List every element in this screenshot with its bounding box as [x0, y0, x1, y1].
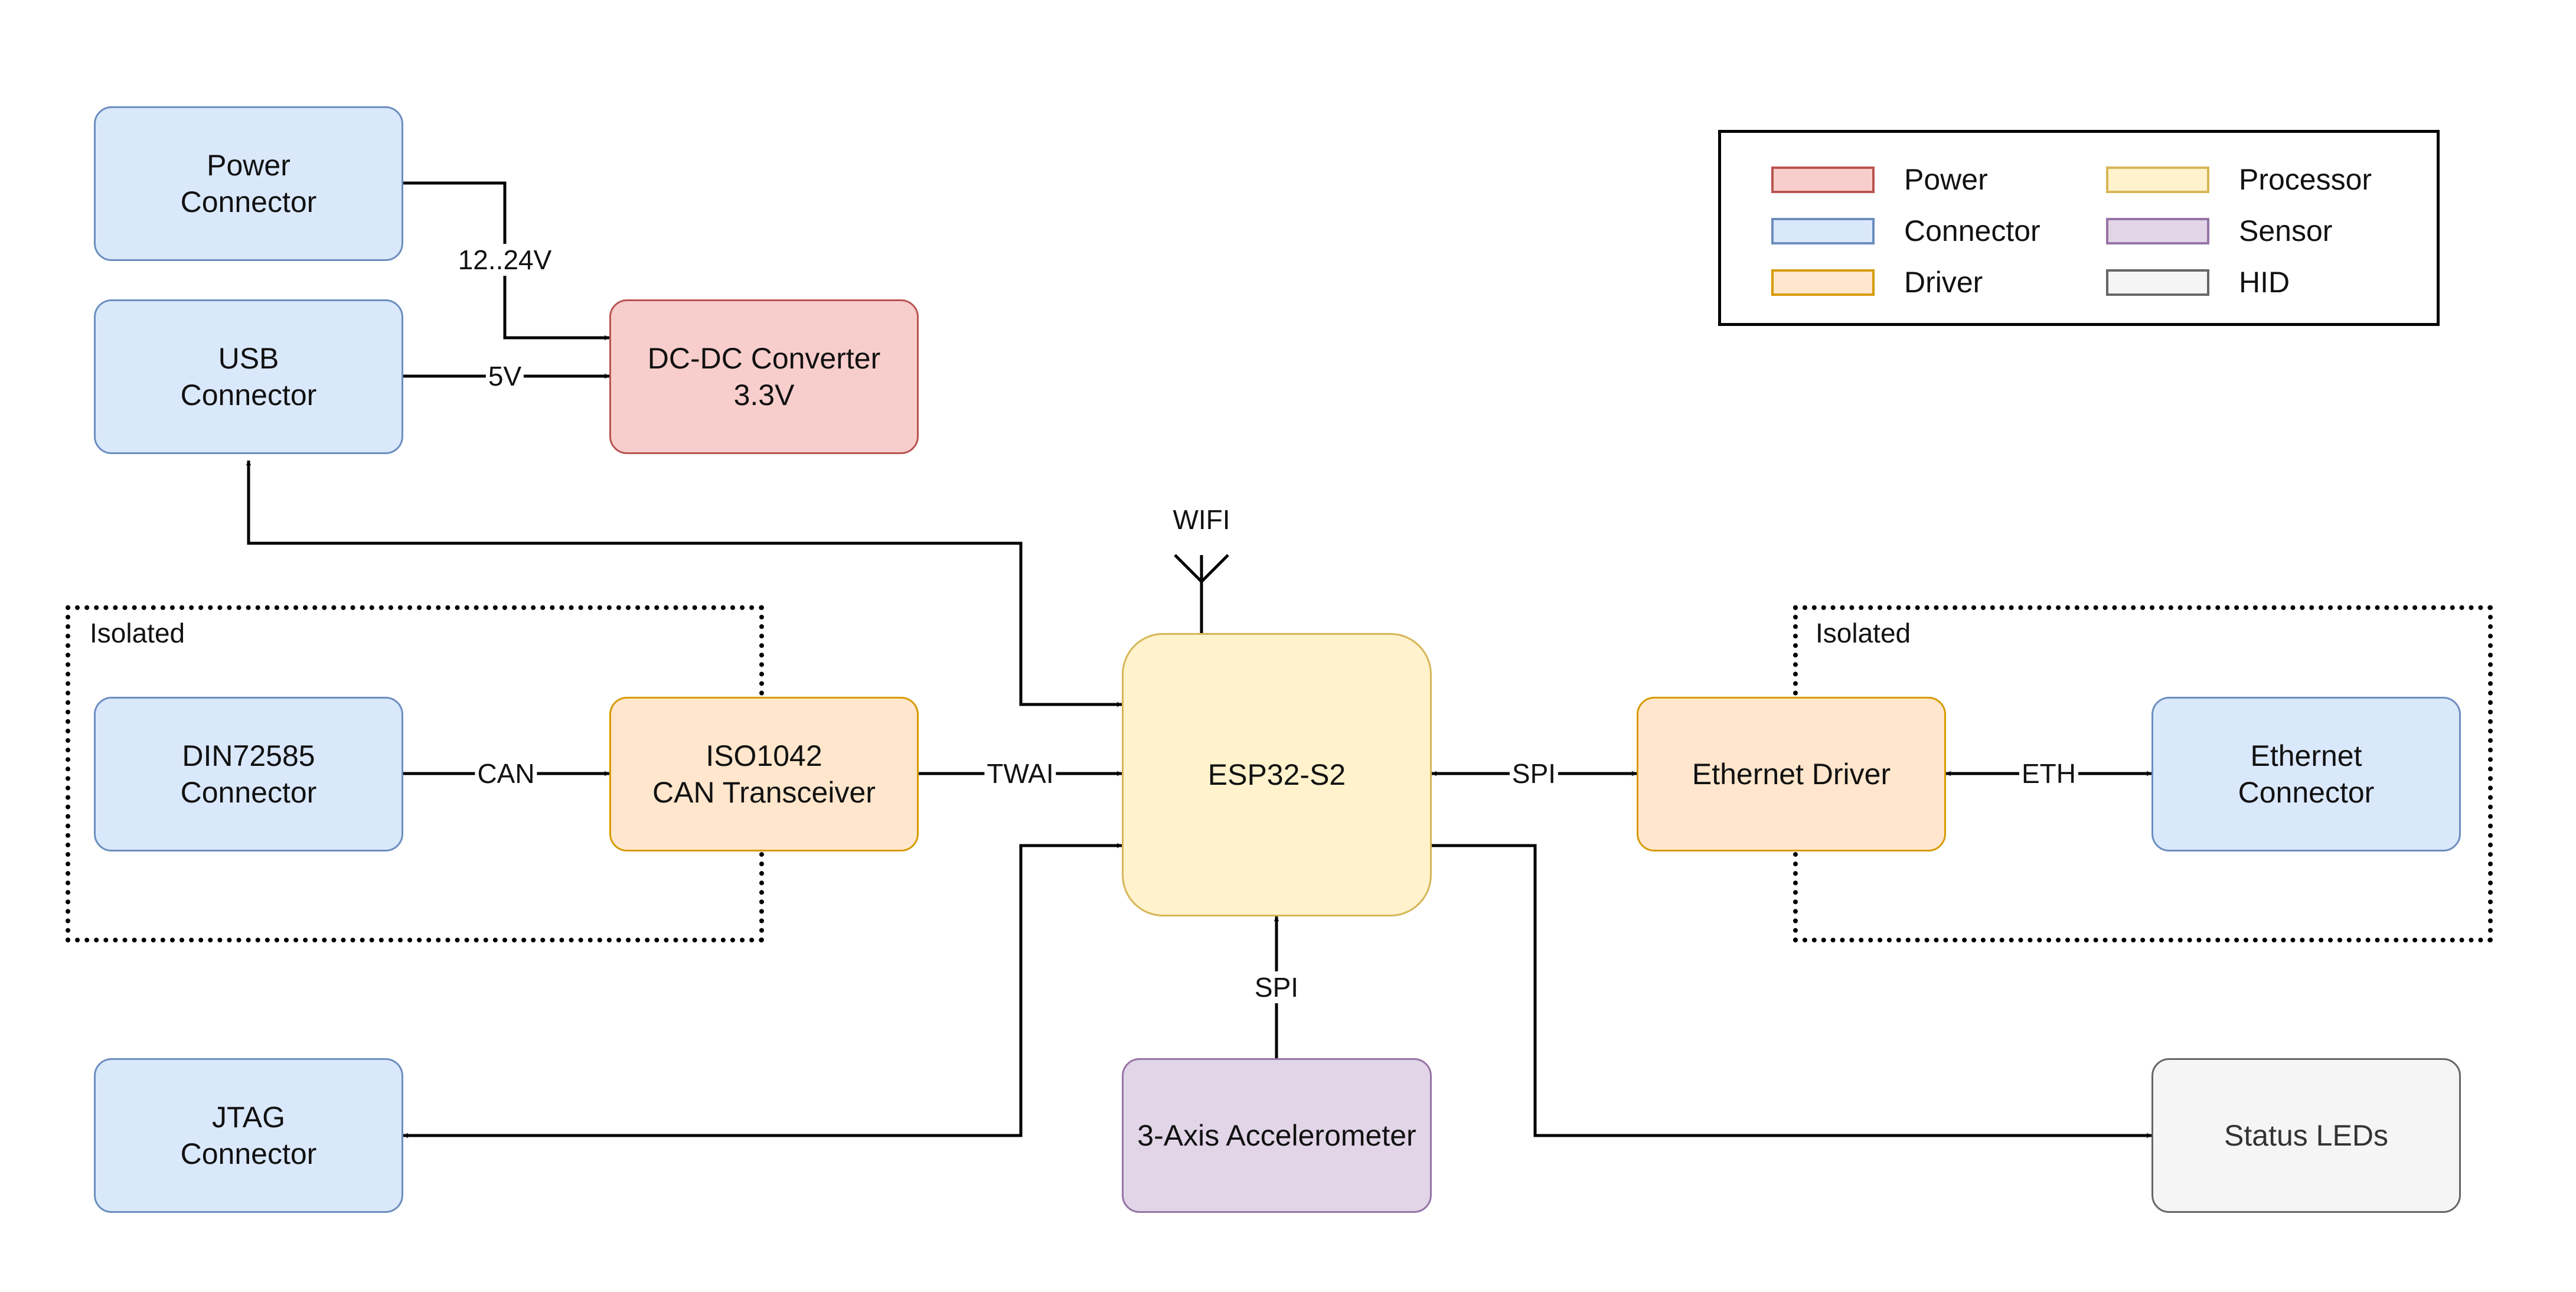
ethernet-connector: Ethernet Connector: [2151, 697, 2461, 851]
legend-item-connector: Connector: [1771, 214, 2040, 248]
edge-label-12-24v: 12..24V: [455, 244, 554, 276]
din72585-connector: DIN72585 Connector: [94, 697, 403, 851]
legend: Power Processor Connector Sensor Driver …: [1718, 130, 2440, 326]
legend-item-sensor: Sensor: [2106, 214, 2332, 248]
edge-label-twai: TWAI: [984, 758, 1056, 789]
ethernet-connector-line2: Connector: [2238, 776, 2375, 809]
legend-swatch-connector: [1771, 217, 1875, 244]
can-transceiver-line2: CAN Transceiver: [652, 776, 876, 809]
legend-item-hid: HID: [2106, 265, 2290, 299]
wire-esp-jtag: [403, 843, 1122, 1138]
dcdc-converter: DC-DC Converter 3.3V: [609, 299, 919, 454]
legend-item-power: Power: [1771, 162, 1988, 197]
jtag-connector-line2: Connector: [180, 1137, 317, 1170]
antenna-label: WIFI: [1173, 504, 1230, 535]
edge-label-5v: 5V: [485, 360, 524, 392]
edge-label-spi-accel: SPI: [1252, 971, 1301, 1003]
legend-label-power: Power: [1904, 163, 1988, 196]
legend-label-sensor: Sensor: [2239, 214, 2333, 247]
esp32-processor: ESP32-S2: [1122, 633, 1432, 916]
edge-label-spi-eth: SPI: [1509, 758, 1559, 789]
ethernet-driver: Ethernet Driver: [1637, 697, 1946, 851]
legend-item-processor: Processor: [2106, 162, 2372, 197]
status-leds-label: Status LEDs: [2224, 1118, 2388, 1152]
accelerometer: 3-Axis Accelerometer: [1122, 1058, 1432, 1213]
legend-swatch-power: [1771, 166, 1875, 193]
status-leds: Status LEDs: [2151, 1058, 2461, 1213]
power-connector-line2: Connector: [180, 185, 317, 218]
edge-label-eth: ETH: [2019, 758, 2078, 789]
ethernet-connector-line1: Ethernet: [2250, 739, 2362, 772]
wire-esp-to-leds: [1432, 844, 2152, 1138]
can-transceiver-line1: ISO1042: [706, 739, 822, 772]
legend-label-driver: Driver: [1904, 266, 1983, 299]
isolated-region-can-label: Isolated: [90, 618, 185, 648]
wire-esp-usb: [246, 460, 1122, 707]
dcdc-converter-line2: 3.3V: [733, 379, 795, 412]
legend-item-driver: Driver: [1771, 265, 1983, 299]
dcdc-converter-line1: DC-DC Converter: [647, 341, 881, 375]
legend-label-connector: Connector: [1904, 214, 2040, 247]
accelerometer-label: 3-Axis Accelerometer: [1137, 1118, 1416, 1152]
can-transceiver: ISO1042 CAN Transceiver: [609, 697, 919, 851]
din72585-connector-line2: Connector: [180, 776, 317, 809]
jtag-connector-line1: JTAG: [211, 1100, 286, 1134]
legend-swatch-sensor: [2106, 217, 2209, 244]
legend-label-hid: HID: [2239, 266, 2290, 299]
usb-connector-line2: Connector: [180, 379, 317, 412]
legend-swatch-hid: [2106, 269, 2209, 296]
din72585-connector-line1: DIN72585: [182, 739, 315, 772]
antenna-left: [1174, 554, 1203, 583]
legend-swatch-driver: [1771, 269, 1875, 296]
legend-label-processor: Processor: [2239, 163, 2372, 196]
antenna-right: [1200, 554, 1229, 583]
ethernet-driver-label: Ethernet Driver: [1692, 757, 1891, 791]
usb-connector-line1: USB: [218, 341, 279, 375]
power-connector: Power Connector: [94, 106, 403, 261]
legend-swatch-processor: [2106, 166, 2209, 193]
power-connector-line1: Power: [207, 148, 290, 182]
edge-label-can: CAN: [475, 758, 537, 789]
jtag-connector: JTAG Connector: [94, 1058, 403, 1213]
esp32-processor-label: ESP32-S2: [1207, 758, 1346, 791]
isolated-region-ethernet-label: Isolated: [1816, 618, 1911, 648]
usb-connector: USB Connector: [94, 299, 403, 454]
